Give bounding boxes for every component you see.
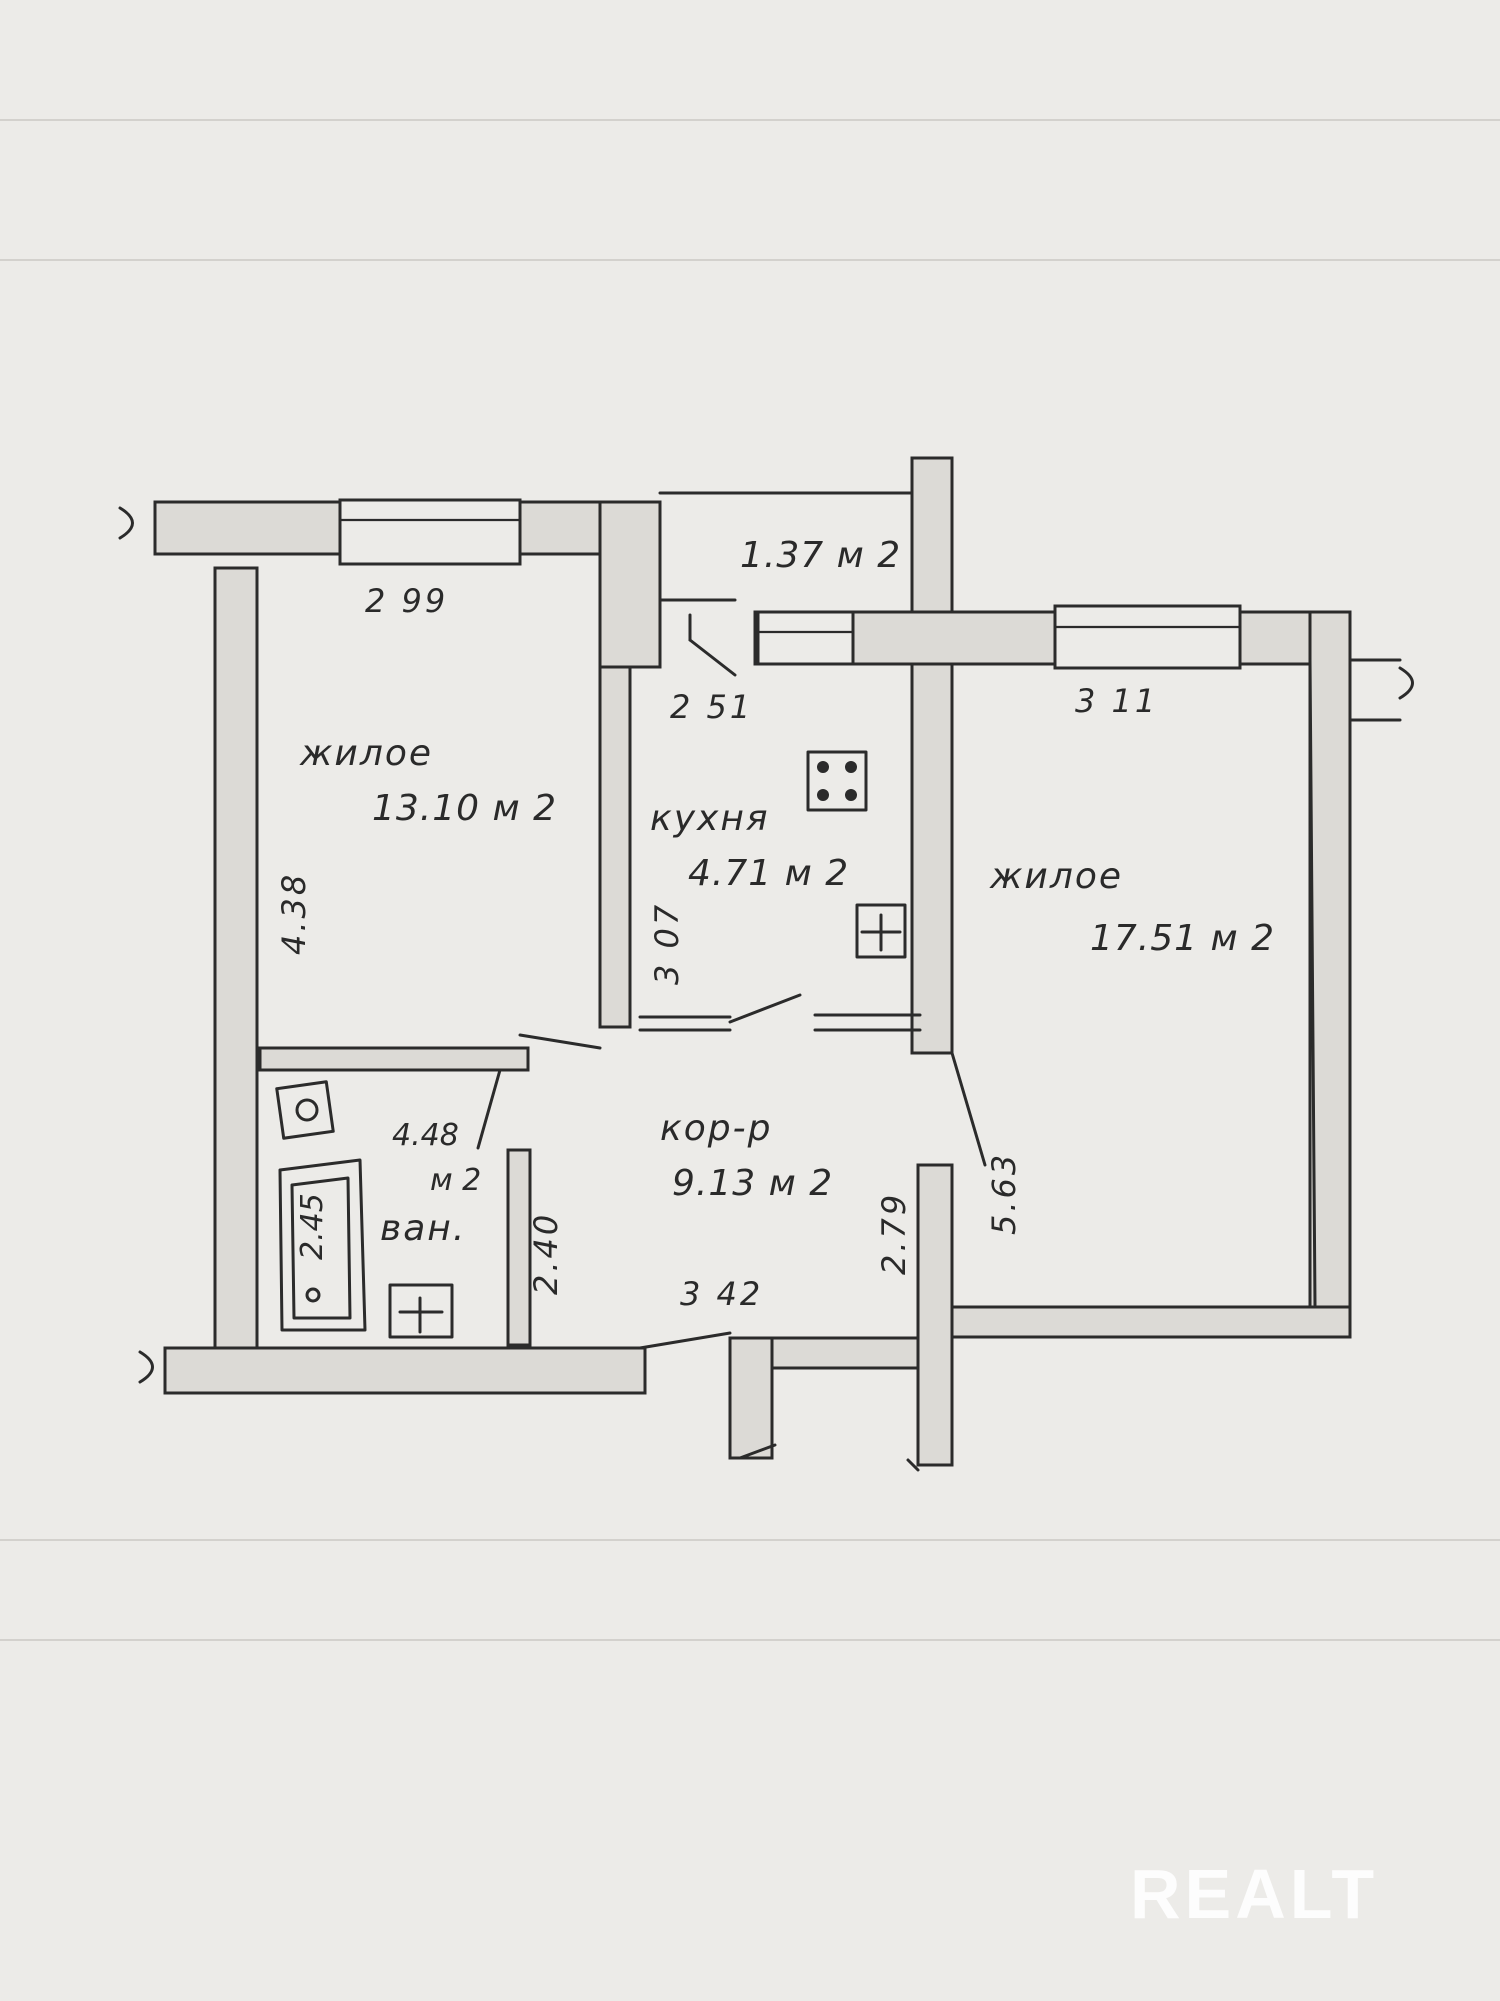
living-left-area: 13.10 м 2 [372, 788, 557, 829]
corridor-area: 9.13 м 2 [672, 1163, 833, 1204]
dim-bath-depth: 2.40 [527, 1212, 565, 1295]
dim-bath-inner: 2.45 [295, 1193, 330, 1260]
window-kitchen [756, 610, 855, 666]
break-top-left [118, 506, 134, 540]
wall-right-outer [1308, 610, 1352, 1339]
dim-living-left-depth: 4.38 [275, 872, 313, 955]
wall-central [910, 456, 954, 1055]
walls [118, 456, 1414, 1472]
wall-left-outer [213, 566, 259, 1350]
wall-entrance-post [728, 1336, 774, 1460]
dim-living-left-width: 2 99 [365, 582, 448, 620]
dim-kitchen-width: 2 51 [670, 688, 753, 726]
realt-watermark-logo: REALT [1130, 1855, 1378, 1933]
wall-bottom-right [950, 1305, 1352, 1339]
dim-kitchen-depth: 3 07 [648, 902, 686, 985]
break-right [1398, 666, 1414, 700]
room-labels: жилое 13.10 м 2 1.37 м 2 кухня 4.71 м 2 … [299, 535, 1275, 1249]
bath-name: ван. [380, 1208, 466, 1249]
living-left-name: жилое [299, 733, 433, 774]
kitchen-area: 4.71 м 2 [688, 853, 849, 894]
bath-area-unit: м 2 [430, 1163, 481, 1198]
window-top-left [338, 498, 522, 566]
window-top-right [1053, 604, 1242, 670]
boiler-icon [275, 1080, 335, 1140]
stove-icon [806, 750, 868, 812]
bath-sink-icon [388, 1283, 454, 1339]
dimension-labels: 2 99 4.38 2 51 3 07 3 11 5.63 3 42 2.79 … [275, 582, 1158, 1313]
fixtures [275, 750, 907, 1339]
dim-living-right-depth: 5.63 [985, 1152, 1023, 1235]
wall-bath-top [258, 1046, 530, 1072]
paper-lines [0, 119, 1500, 1641]
bathtub-icon [278, 1158, 367, 1332]
wall-partition-lower [598, 665, 632, 1029]
dim-corridor-width: 3 42 [680, 1275, 763, 1313]
dim-corridor-depth: 2.79 [875, 1192, 913, 1275]
corridor-name: кор-р [660, 1108, 772, 1149]
wall-central-lower [916, 1163, 954, 1467]
kitchen-name: кухня [650, 798, 770, 839]
wall-partition-upper [598, 500, 662, 669]
balcony-area: 1.37 м 2 [740, 535, 901, 576]
bath-area: 4.48 [392, 1118, 459, 1153]
dim-living-right-width: 3 11 [1075, 682, 1158, 720]
break-bottom-left [138, 1350, 154, 1384]
wall-bath-right [506, 1148, 532, 1347]
kitchen-sink-icon [855, 903, 907, 959]
living-right-name: жилое [989, 856, 1123, 897]
living-right-area: 17.51 м 2 [1090, 918, 1275, 959]
wall-bottom-left [163, 1346, 647, 1395]
